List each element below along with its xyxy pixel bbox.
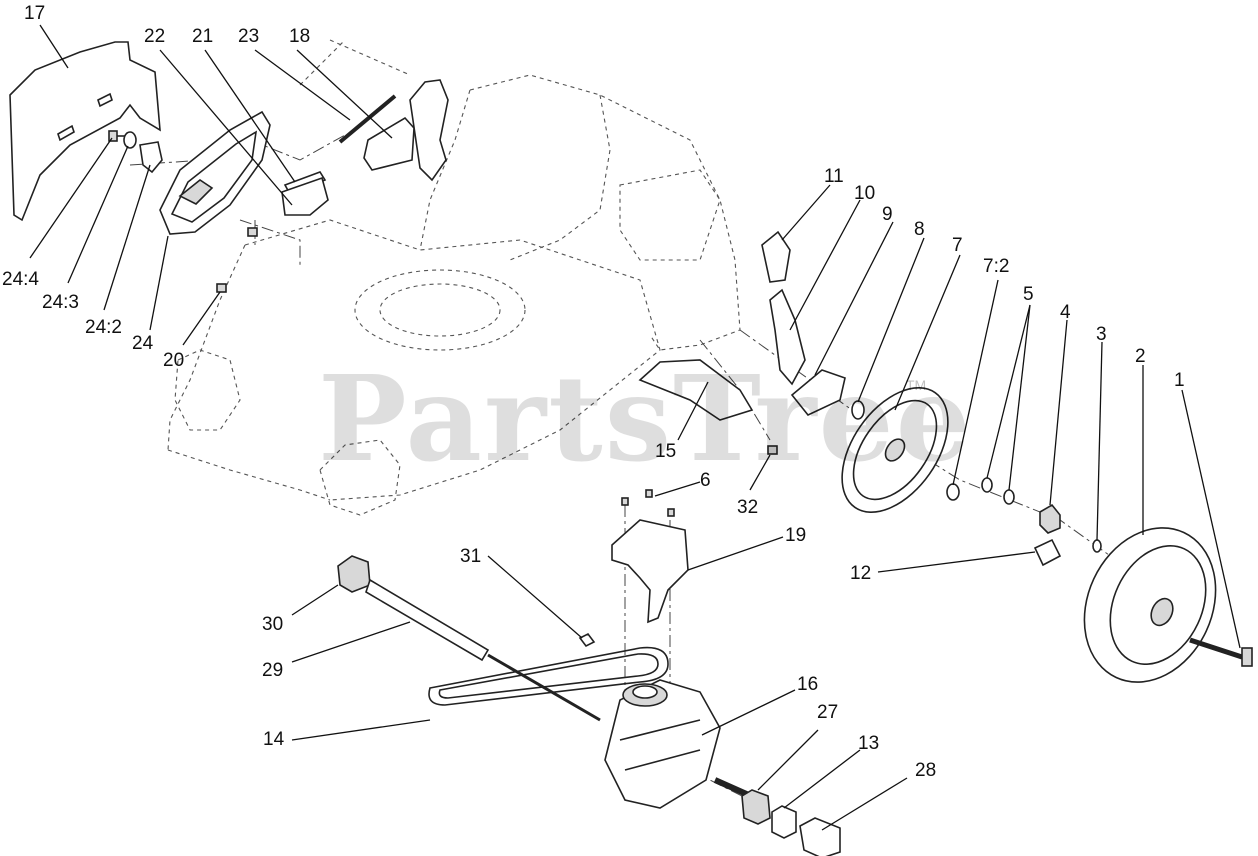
transmission (604, 679, 762, 809)
callout-label: 24 (132, 333, 154, 354)
callout-label: 21 (192, 26, 213, 47)
height-adjust-lever (769, 288, 806, 386)
handle-bracket (409, 79, 449, 182)
leader-lines (29, 24, 1241, 831)
pivot-plate (790, 369, 846, 416)
hinge-plate (363, 116, 415, 171)
callout-label: 15 (655, 441, 676, 462)
watermark-trademark: TM (906, 377, 926, 393)
callout-label: 24:4 (2, 269, 39, 290)
washer (123, 131, 137, 149)
callout-label: 6 (700, 470, 711, 491)
callout-label: 2 (1135, 346, 1146, 367)
flange-nut (247, 227, 258, 237)
callout-label: 16 (797, 674, 818, 695)
callout-label: 30 (262, 614, 283, 635)
callout-label: 20 (163, 350, 184, 371)
bushing (771, 805, 797, 839)
callout-label: 32 (737, 497, 758, 518)
callout-label: 4 (1060, 302, 1071, 323)
drive-hub (841, 387, 949, 513)
cable-clip (578, 632, 596, 648)
belt-cover-bracket (611, 519, 689, 624)
callout-label: 17 (24, 3, 45, 24)
callout-label: 14 (263, 729, 285, 750)
grass-deflector (9, 41, 161, 222)
hinge-rod (338, 94, 397, 144)
screw (645, 489, 653, 498)
retaining-ring (1092, 539, 1102, 553)
callout-label: 1 (1174, 370, 1185, 391)
callout-label: 7:2 (983, 256, 1009, 277)
cable-spring (365, 578, 490, 662)
washer (981, 477, 993, 493)
callout-label: 12 (850, 563, 871, 584)
callout-label: 19 (785, 525, 806, 546)
callout-label: 24:3 (42, 292, 79, 313)
callout-labels: 17 22 21 23 18 24:4 24:3 24:2 24 20 11 1… (2, 3, 1185, 781)
callout-label: 9 (882, 204, 893, 225)
callout-label: 29 (262, 660, 283, 681)
callout-label: 10 (854, 183, 875, 204)
pinion-gear (1039, 503, 1061, 534)
baffle (638, 359, 754, 421)
flange-nut (216, 283, 227, 293)
callout-label: 18 (289, 26, 310, 47)
bearing-sleeve (799, 817, 841, 856)
callout-label: 13 (858, 733, 879, 754)
coupler (741, 789, 771, 825)
screw (667, 508, 675, 517)
callout-label: 31 (460, 546, 481, 567)
callout-label: 11 (824, 166, 844, 187)
wheel-bolt (1189, 637, 1253, 667)
watermark-text: PartsTree (318, 349, 973, 488)
drive-belt (428, 646, 669, 706)
callout-label: 23 (238, 26, 259, 47)
deflector-slot (97, 92, 113, 108)
callout-label: 28 (915, 760, 936, 781)
spring-bracket (281, 176, 329, 216)
callout-label: 27 (817, 702, 838, 723)
callout-label: 3 (1096, 324, 1107, 345)
wheel (1083, 527, 1217, 683)
height-adjust-cap (761, 230, 791, 283)
callout-label: 5 (1023, 284, 1034, 305)
spacer (1033, 538, 1062, 567)
rear-door (159, 110, 271, 235)
deflector-slot (57, 124, 75, 142)
callout-label: 8 (914, 219, 925, 240)
screw (621, 497, 629, 506)
washer (1003, 489, 1015, 505)
mounting-bracket (139, 141, 163, 174)
cable-knob (337, 555, 371, 593)
callout-label: 7 (952, 235, 963, 256)
callout-label: 22 (144, 26, 165, 47)
callout-label: 24:2 (85, 317, 122, 338)
screw (767, 445, 778, 455)
